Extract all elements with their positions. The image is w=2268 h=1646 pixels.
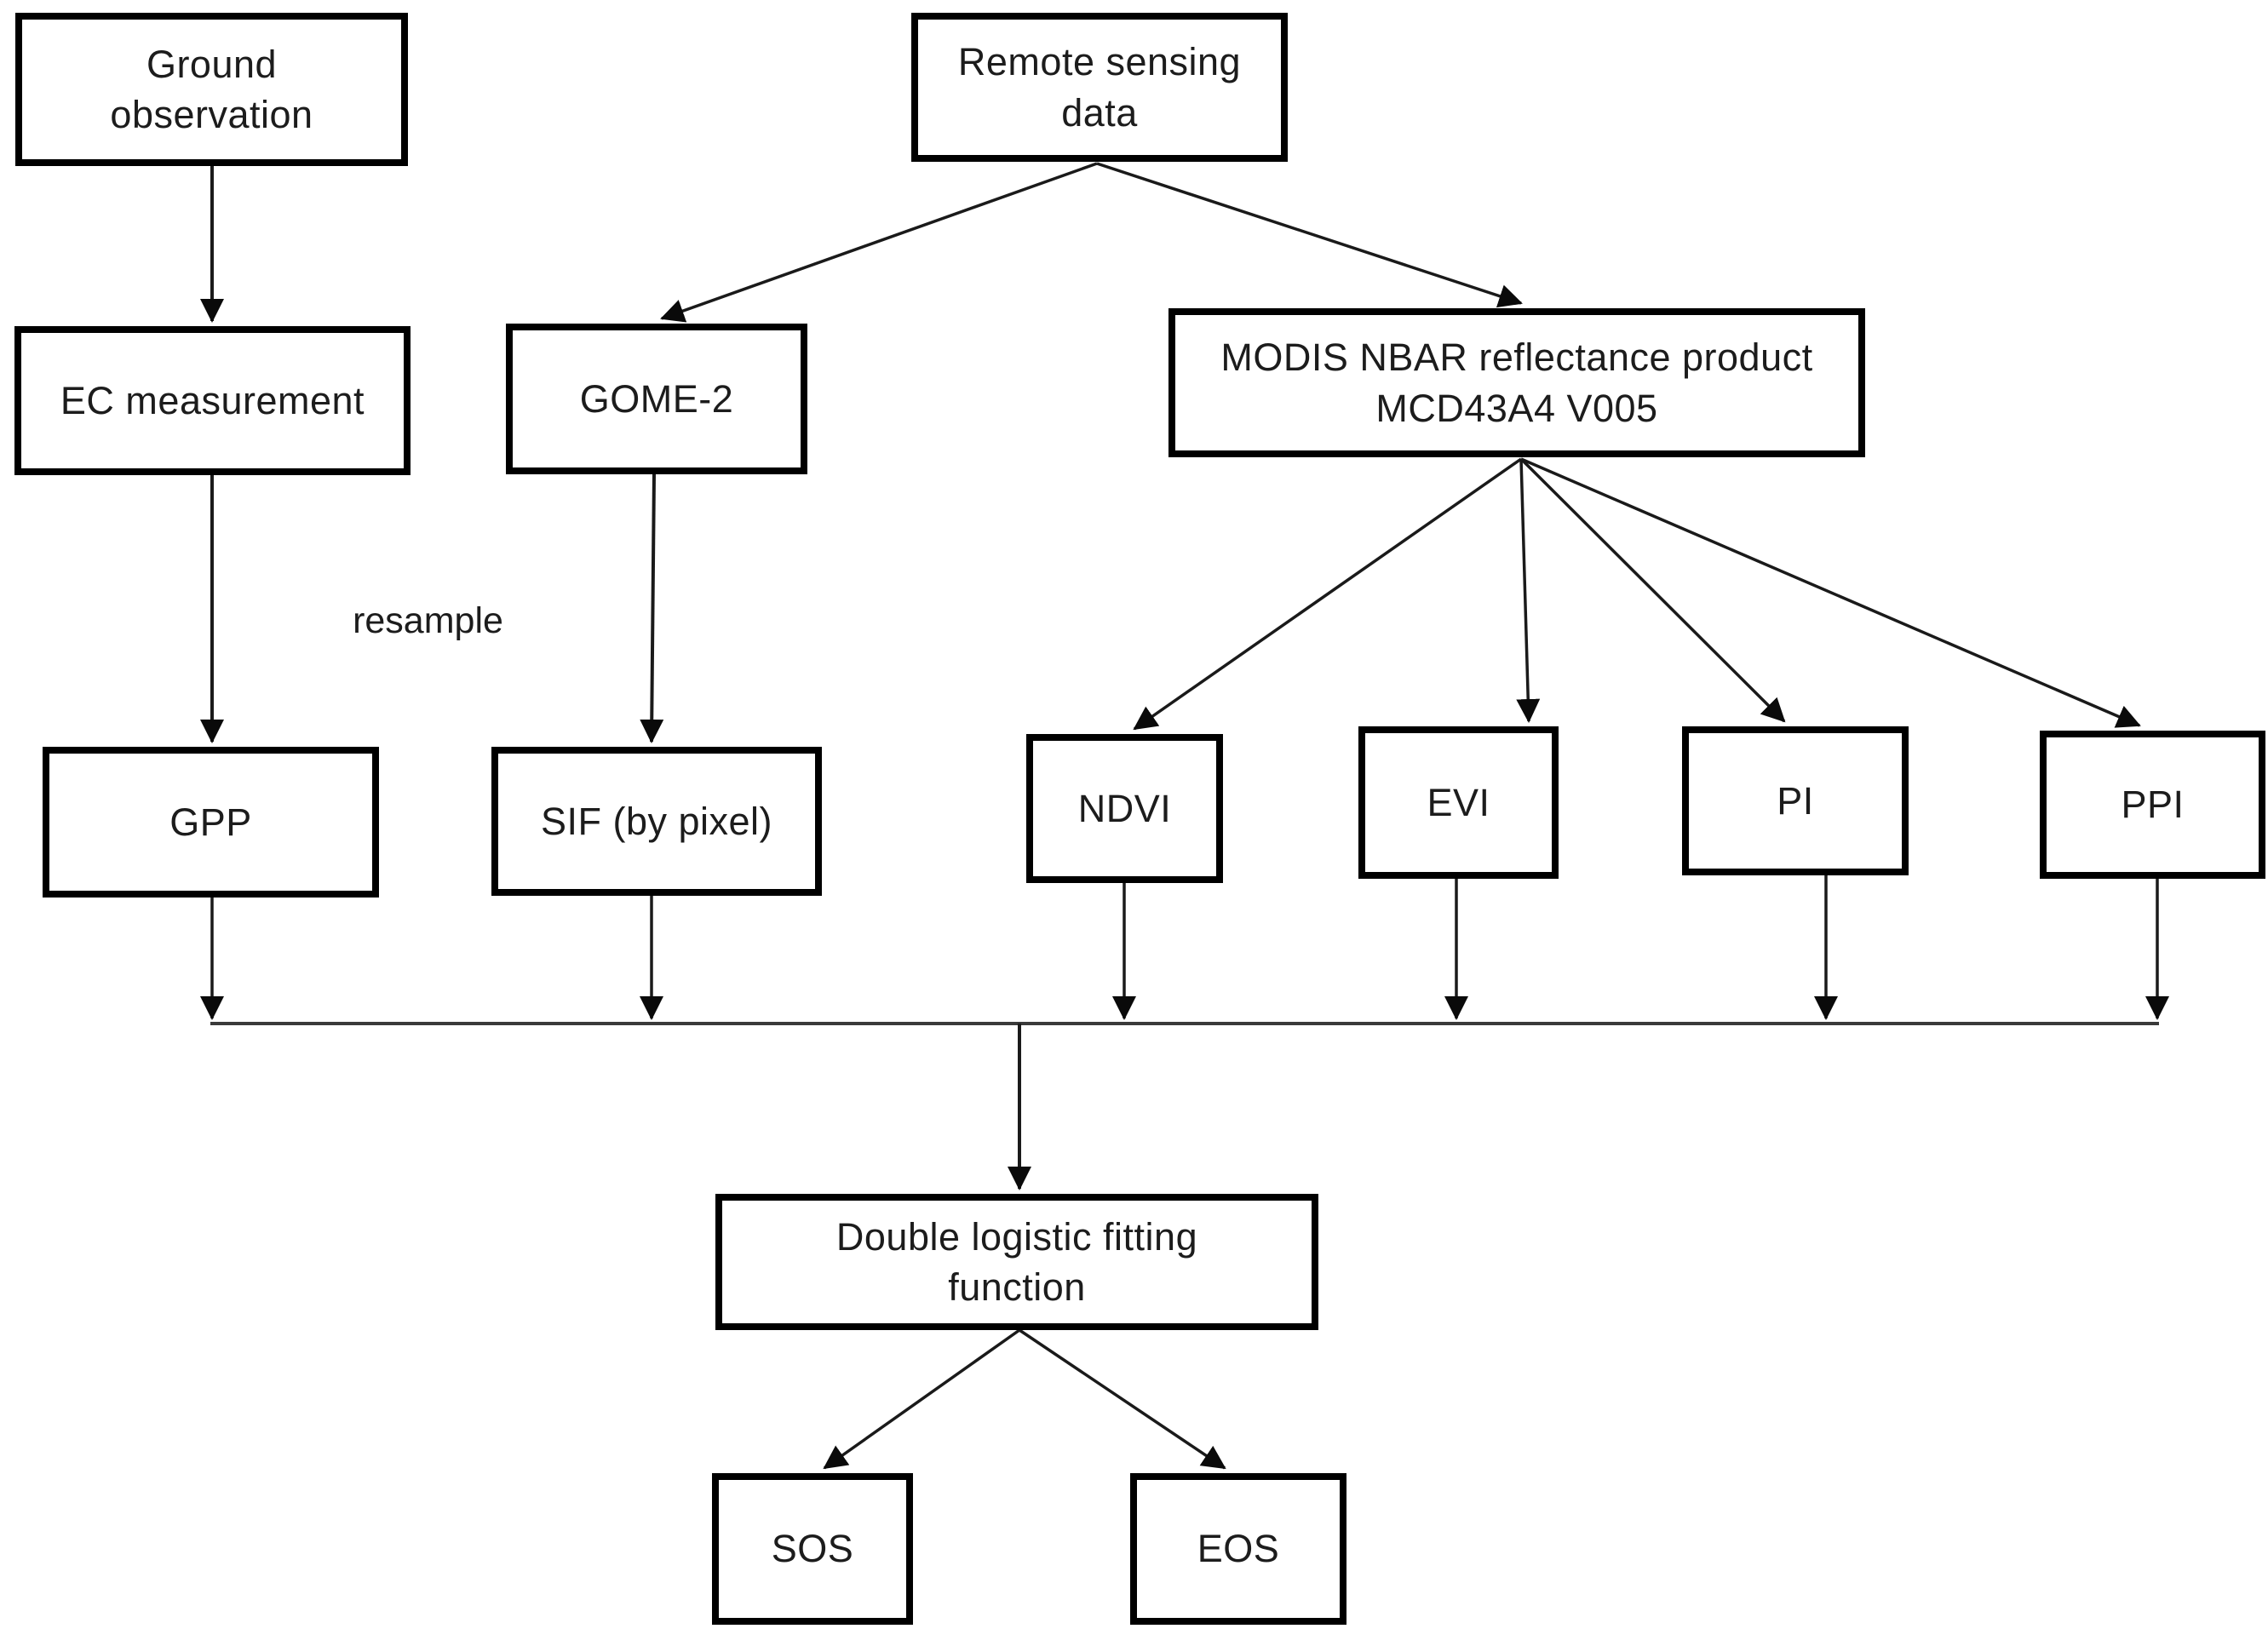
arrow-modis-to-evi: [1516, 458, 1541, 723]
node-sif-by-pixel: SIF (by pixel): [491, 747, 822, 896]
node-ndvi-label: NDVI: [1077, 786, 1172, 830]
arrow-dlf-to-eos: [1019, 1328, 1226, 1470]
node-ec-measurement: EC measurement: [14, 326, 411, 475]
node-gome-2-label: GOME-2: [579, 376, 734, 421]
node-ground-observation-label: Ground observation: [110, 42, 313, 136]
arrow-modis-to-pi: [1519, 457, 1786, 723]
node-sos-label: SOS: [771, 1527, 854, 1571]
node-gpp-label: GPP: [169, 800, 252, 844]
node-eos-label: EOS: [1197, 1527, 1280, 1571]
arrow-remote-to-gome2: [660, 162, 1098, 323]
node-evi: EVI: [1358, 726, 1559, 879]
node-sos: SOS: [712, 1473, 913, 1625]
node-eos: EOS: [1130, 1473, 1346, 1625]
arrow-modis-to-ppi: [1520, 457, 2141, 728]
node-gome-2: GOME-2: [506, 324, 807, 474]
node-remote-sensing-data-label: Remote sensing data: [957, 40, 1242, 135]
node-gpp: GPP: [43, 747, 379, 898]
node-ndvi: NDVI: [1026, 734, 1223, 883]
node-ppi: PPI: [2040, 731, 2265, 879]
arrow-modis-to-ndvi: [1133, 457, 1523, 731]
resample-label: resample: [353, 600, 503, 641]
node-pi: PI: [1682, 726, 1909, 875]
node-modis-nbar-product-label: MODIS NBAR reflectance product MCD43A4 V…: [1220, 336, 1813, 430]
node-double-logistic-fitting-function-label: Double logistic fitting function: [835, 1214, 1198, 1309]
node-pi-label: PI: [1777, 778, 1814, 823]
node-sif-by-pixel-label: SIF (by pixel): [540, 799, 773, 843]
arrow-remote-to-modis: [1096, 162, 1523, 308]
node-evi-label: EVI: [1427, 780, 1490, 824]
node-ground-observation: Ground observation: [15, 13, 408, 166]
arrow-gome2-to-sif: [640, 473, 664, 743]
node-remote-sensing-data: Remote sensing data: [911, 13, 1288, 162]
node-double-logistic-fitting-function: Double logistic fitting function: [715, 1194, 1318, 1330]
node-modis-nbar-product: MODIS NBAR reflectance product MCD43A4 V…: [1168, 308, 1865, 457]
node-ppi-label: PPI: [2121, 783, 2185, 827]
node-ec-measurement-label: EC measurement: [60, 378, 365, 422]
arrow-dlf-to-sos: [823, 1328, 1021, 1470]
